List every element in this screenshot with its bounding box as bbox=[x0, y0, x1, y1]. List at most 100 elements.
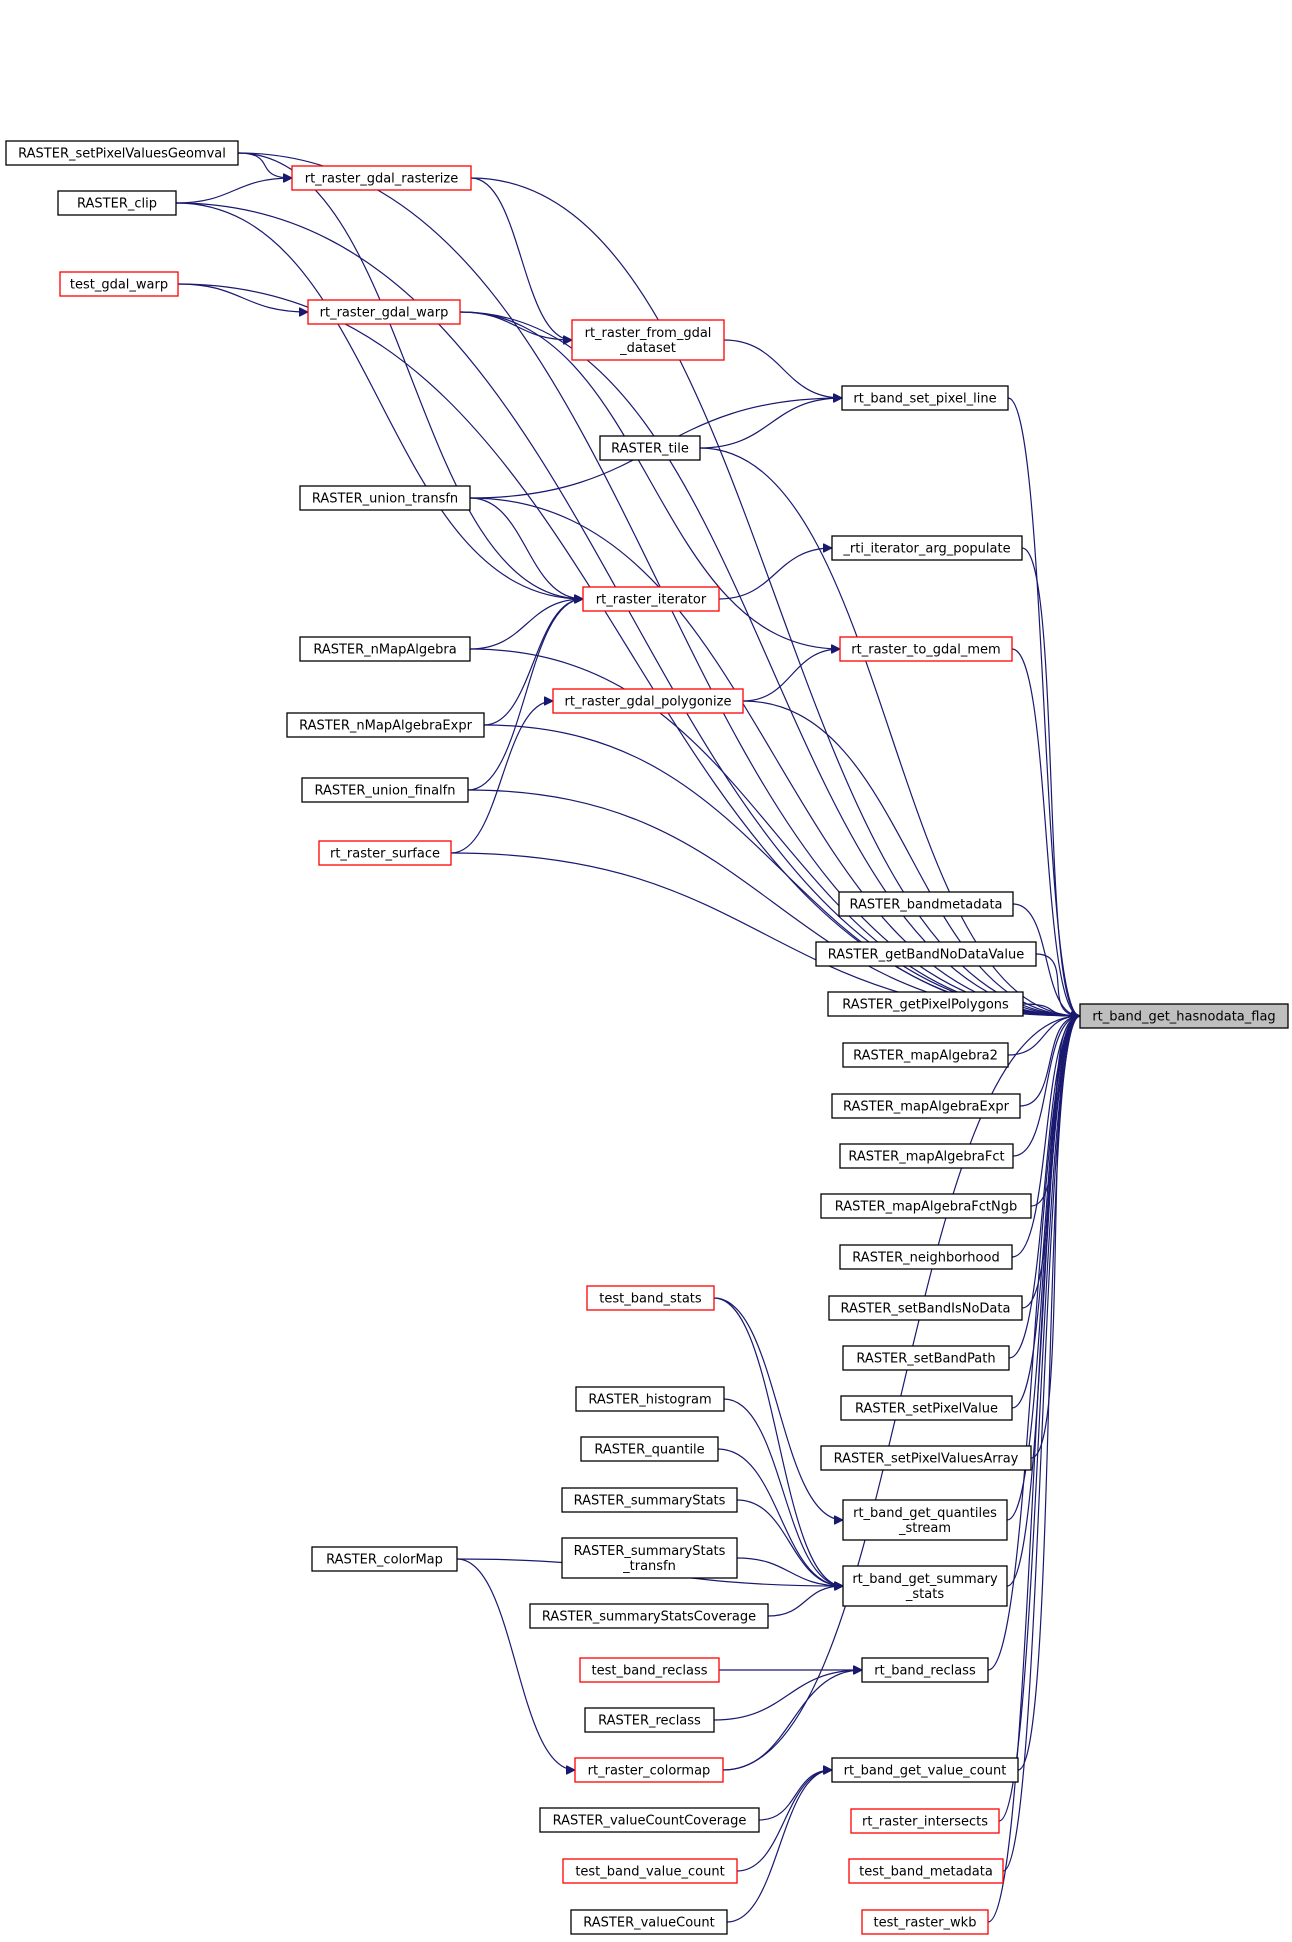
edge-summary-stats-coverage-to-summary-stats-band bbox=[767, 1586, 843, 1617]
node-raster-value-count[interactable]: RASTER_valueCount bbox=[570, 1909, 728, 1935]
node-box bbox=[580, 1436, 719, 1462]
node-label: _transfn bbox=[622, 1559, 676, 1574]
node-map-algebra-fct-ngb[interactable]: RASTER_mapAlgebraFctNgb bbox=[820, 1193, 1032, 1219]
edge-raster-value-count-to-value-count bbox=[726, 1770, 832, 1923]
node-box bbox=[579, 1657, 720, 1683]
node-summary-stats-coverage[interactable]: RASTER_summaryStatsCoverage bbox=[529, 1603, 769, 1629]
node-union-finalfn[interactable]: RASTER_union_finalfn bbox=[301, 777, 469, 803]
node-label: rt_raster_from_gdal bbox=[585, 326, 712, 341]
node-test-raster-wkb[interactable]: test_raster_wkb bbox=[861, 1909, 989, 1935]
edge-gdal-polygonize-to-to-gdal-mem bbox=[742, 649, 840, 702]
node-label: RASTER_histogram bbox=[588, 1393, 711, 1408]
node-union-transfn[interactable]: RASTER_union_transfn bbox=[299, 485, 471, 511]
node-n-map-algebra[interactable]: RASTER_nMapAlgebra bbox=[299, 636, 471, 662]
node-test-band-stats[interactable]: test_band_stats bbox=[586, 1285, 715, 1311]
node-box bbox=[841, 385, 1009, 411]
node-box bbox=[57, 190, 177, 216]
node-n-map-algebra-expr[interactable]: RASTER_nMapAlgebraExpr bbox=[286, 712, 485, 738]
edge-quantiles-stream-to-focus bbox=[1006, 1016, 1081, 1521]
node-value-count-coverage[interactable]: RASTER_valueCountCoverage bbox=[539, 1807, 760, 1833]
node-test-band-metadata[interactable]: test_band_metadata bbox=[848, 1858, 1004, 1884]
node-box bbox=[59, 271, 179, 297]
node-box bbox=[848, 1858, 1004, 1884]
node-focus[interactable]: rt_band_get_hasnodata_flag bbox=[1079, 1003, 1289, 1029]
edge-gdal-warp-to-to-gdal-mem bbox=[459, 311, 840, 649]
edge-gdal-warp-to-from-gdal bbox=[459, 311, 572, 340]
node-from-gdal[interactable]: rt_raster_from_gdal_dataset bbox=[571, 319, 725, 361]
node-box bbox=[571, 319, 725, 361]
node-bandmetadata[interactable]: RASTER_bandmetadata bbox=[838, 891, 1014, 917]
node-gdal-rasterize[interactable]: rt_raster_gdal_rasterize bbox=[291, 165, 472, 191]
node-summary-stats-transfn[interactable]: RASTER_summaryStats_transfn bbox=[561, 1537, 738, 1579]
node-box bbox=[861, 1909, 989, 1935]
edge-test-band-stats-to-quantiles-stream bbox=[713, 1297, 843, 1520]
edge-value-count-coverage-to-value-count bbox=[758, 1770, 832, 1821]
node-label: RASTER_valueCount bbox=[583, 1916, 714, 1931]
node-get-band-no-data[interactable]: RASTER_getBandNoDataValue bbox=[815, 941, 1037, 967]
node-box bbox=[820, 1445, 1032, 1471]
node-quantiles-stream[interactable]: rt_band_get_quantiles_stream bbox=[842, 1499, 1008, 1541]
node-label: RASTER_summaryStatsCoverage bbox=[542, 1610, 756, 1625]
node-summary-stats-band[interactable]: rt_band_get_summary_stats bbox=[842, 1565, 1008, 1607]
node-label: rt_band_get_hasnodata_flag bbox=[1092, 1010, 1275, 1025]
node-label: RASTER_setBandIsNoData bbox=[841, 1302, 1011, 1317]
node-reclass[interactable]: RASTER_reclass bbox=[584, 1707, 715, 1733]
edge-summary-stats-transfn-to-summary-stats-band bbox=[736, 1557, 843, 1586]
node-to-gdal-mem[interactable]: rt_raster_to_gdal_mem bbox=[839, 636, 1013, 662]
node-iterator[interactable]: rt_raster_iterator bbox=[582, 586, 720, 612]
node-box bbox=[815, 941, 1037, 967]
node-gdal-warp[interactable]: rt_raster_gdal_warp bbox=[307, 299, 461, 325]
node-label: RASTER_valueCountCoverage bbox=[553, 1814, 747, 1829]
node-box bbox=[1079, 1003, 1289, 1029]
node-box bbox=[575, 1386, 725, 1412]
node-summary-stats[interactable]: RASTER_summaryStats bbox=[561, 1487, 738, 1513]
node-box bbox=[5, 140, 239, 166]
edge-union-transfn-to-focus bbox=[469, 497, 1080, 1016]
node-box bbox=[850, 1808, 1000, 1834]
node-box bbox=[586, 1285, 715, 1311]
node-test-gdal-warp[interactable]: test_gdal_warp bbox=[59, 271, 179, 297]
node-box bbox=[827, 991, 1024, 1017]
node-value-count[interactable]: rt_band_get_value_count bbox=[831, 1757, 1019, 1783]
edge-rti-iter-to-focus bbox=[1021, 547, 1081, 1016]
node-label: test_band_stats bbox=[599, 1292, 702, 1307]
node-map-algebra2[interactable]: RASTER_mapAlgebra2 bbox=[842, 1042, 1009, 1068]
node-intersects[interactable]: rt_raster_intersects bbox=[850, 1808, 1000, 1834]
node-neighborhood[interactable]: RASTER_neighborhood bbox=[839, 1244, 1013, 1270]
node-set-pixel-value[interactable]: RASTER_setPixelValue bbox=[840, 1395, 1013, 1421]
node-rt-colormap[interactable]: rt_raster_colormap bbox=[574, 1757, 724, 1783]
node-box bbox=[831, 535, 1023, 561]
node-set-band-is-no-data[interactable]: RASTER_setBandIsNoData bbox=[828, 1295, 1023, 1321]
node-label: RASTER_nMapAlgebra bbox=[313, 643, 456, 658]
node-rti-iter[interactable]: _rti_iterator_arg_populate bbox=[831, 535, 1023, 561]
node-box bbox=[820, 1193, 1032, 1219]
node-label: RASTER_neighborhood bbox=[852, 1251, 999, 1266]
node-box bbox=[561, 1537, 738, 1579]
node-test-band-value-count[interactable]: test_band_value_count bbox=[562, 1858, 738, 1884]
node-surface[interactable]: rt_raster_surface bbox=[318, 840, 452, 866]
node-set-pixel-values-array[interactable]: RASTER_setPixelValuesArray bbox=[820, 1445, 1032, 1471]
node-quantile[interactable]: RASTER_quantile bbox=[580, 1436, 719, 1462]
node-map-algebra-fct[interactable]: RASTER_mapAlgebraFct bbox=[839, 1143, 1014, 1169]
node-tile[interactable]: RASTER_tile bbox=[599, 435, 701, 461]
node-test-band-reclass[interactable]: test_band_reclass bbox=[579, 1657, 720, 1683]
node-label: rt_raster_colormap bbox=[588, 1764, 711, 1779]
edge-tile-to-set-pixel-line bbox=[699, 398, 842, 449]
node-map-algebra-expr[interactable]: RASTER_mapAlgebraExpr bbox=[831, 1093, 1021, 1119]
node-box bbox=[561, 1487, 738, 1513]
node-gdal-polygonize[interactable]: rt_raster_gdal_polygonize bbox=[552, 688, 744, 714]
node-band-reclass[interactable]: rt_band_reclass bbox=[861, 1657, 989, 1683]
node-histogram[interactable]: RASTER_histogram bbox=[575, 1386, 725, 1412]
node-color-map[interactable]: RASTER_colorMap bbox=[311, 1546, 458, 1572]
edge-set-band-path-to-focus bbox=[1008, 1016, 1081, 1359]
edge-iterator-to-rti-iter bbox=[718, 548, 832, 600]
node-get-pixel-polygons[interactable]: RASTER_getPixelPolygons bbox=[827, 991, 1024, 1017]
node-label: rt_raster_gdal_polygonize bbox=[565, 695, 732, 710]
node-set-band-path[interactable]: RASTER_setBandPath bbox=[842, 1345, 1010, 1371]
edge-band-reclass-to-focus bbox=[987, 1016, 1081, 1671]
node-set-pixel-values-geomval[interactable]: RASTER_setPixelValuesGeomval bbox=[5, 140, 239, 166]
node-clip[interactable]: RASTER_clip bbox=[57, 190, 177, 216]
edge-gdal-rasterize-to-from-gdal bbox=[470, 177, 572, 340]
node-label: RASTER_mapAlgebraExpr bbox=[843, 1100, 1010, 1115]
node-set-pixel-line[interactable]: rt_band_set_pixel_line bbox=[841, 385, 1009, 411]
